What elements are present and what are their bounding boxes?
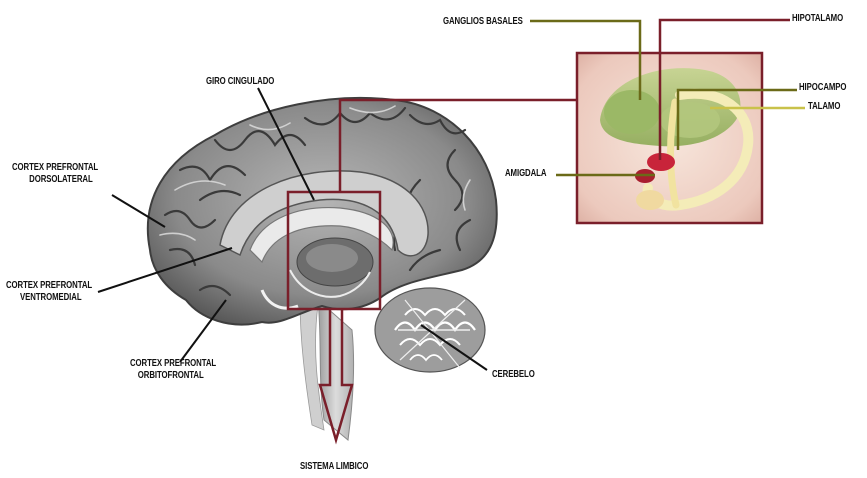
label-line-2: DORSOLATERAL bbox=[12, 174, 98, 186]
label-hipotalamo: HIPOTALAMO bbox=[792, 13, 843, 25]
label-cortex-orbitofrontal: CORTEX PREFRONTAL ORBITOFRONTAL bbox=[130, 358, 216, 382]
brainstem bbox=[318, 300, 354, 440]
label-cerebelo: CEREBELO bbox=[492, 369, 535, 381]
label-hipocampo: HIPOCAMPO bbox=[799, 82, 846, 94]
label-sistema-limbico: SISTEMA LIMBICO bbox=[300, 461, 368, 473]
label-amigdala: AMIGDALA bbox=[505, 168, 546, 180]
label-cortex-dorsolateral: CORTEX PREFRONTAL DORSOLATERAL bbox=[12, 162, 98, 186]
label-line-2: VENTROMEDIAL bbox=[6, 292, 92, 304]
amygdala bbox=[636, 190, 664, 210]
label-giro-cingulado: GIRO CINGULADO bbox=[206, 76, 274, 88]
label-cortex-ventromedial: CORTEX PREFRONTAL VENTROMEDIAL bbox=[6, 280, 92, 304]
label-line-1: CORTEX PREFRONTAL bbox=[12, 162, 98, 174]
label-line-1: CORTEX PREFRONTAL bbox=[6, 280, 92, 292]
label-line-2: ORBITOFRONTAL bbox=[130, 370, 216, 382]
label-ganglios-basales: GANGLIOS BASALES bbox=[443, 16, 523, 28]
label-line-1: CORTEX PREFRONTAL bbox=[130, 358, 216, 370]
label-talamo: TALAMO bbox=[808, 101, 840, 113]
limbic-inset bbox=[577, 53, 762, 223]
